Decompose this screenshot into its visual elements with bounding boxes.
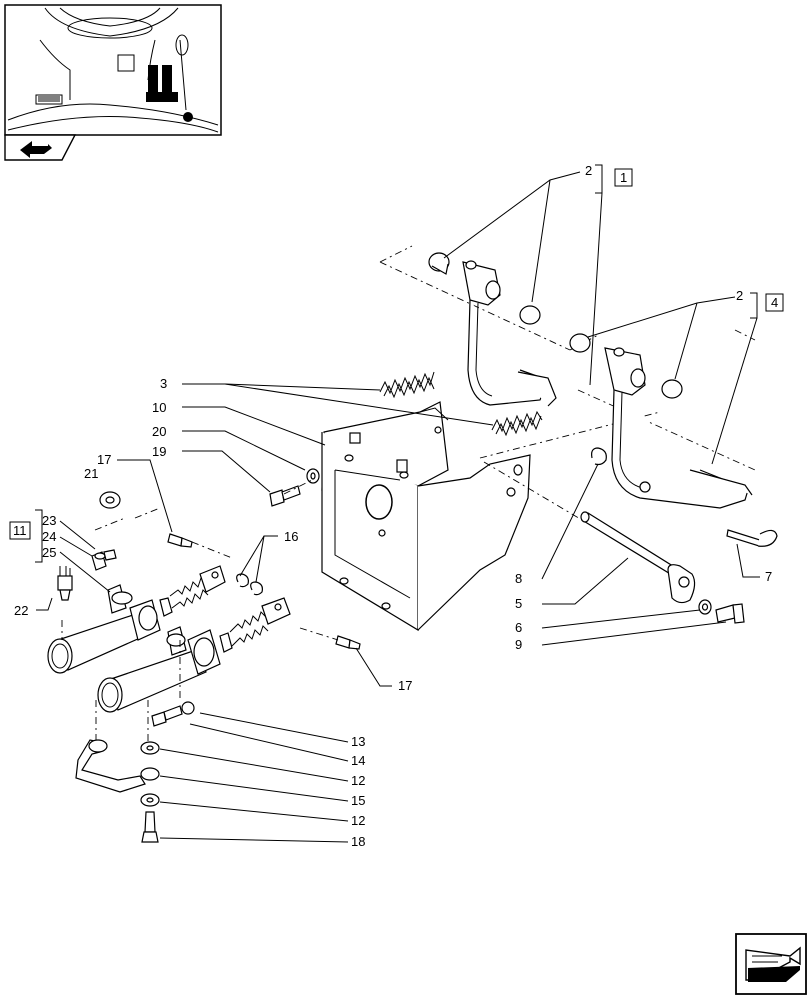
reservoir-bracket [75,701,195,843]
callout-2-upper[interactable]: 2 [585,163,592,178]
callout-11[interactable]: 11 [13,523,27,538]
callout-16[interactable]: 16 [284,529,298,544]
brake-pedal-upper [379,245,601,407]
callout-23[interactable]: 23 [42,513,56,528]
pedal-support-bracket [321,401,531,632]
callout-12-upper[interactable]: 12 [351,773,365,788]
callout-22[interactable]: 22 [14,603,28,618]
pressure-switch [57,549,117,601]
callout-17-lower[interactable]: 17 [398,678,412,693]
thumbnail-image[interactable] [4,4,222,136]
callout-7[interactable]: 7 [765,569,772,584]
callout-6[interactable]: 6 [515,620,522,635]
return-spring-upper [379,371,435,399]
callout-12-lower[interactable]: 12 [351,813,365,828]
washer-and-bolt [698,599,745,624]
callout-17-upper[interactable]: 17 [97,452,111,467]
pivot-shaft [483,461,696,604]
callout-20[interactable]: 20 [152,424,166,439]
clevis-pin [726,529,778,547]
callout-2-lower[interactable]: 2 [736,288,743,303]
callout-21[interactable]: 21 [84,466,98,481]
callout-14[interactable]: 14 [351,753,365,768]
callout-25[interactable]: 25 [42,545,56,560]
master-cylinder-upper [47,565,226,674]
callout-24[interactable]: 24 [42,529,56,544]
callout-3[interactable]: 3 [160,376,167,391]
callout-labels: 2 1 2 4 3 10 20 19 17 21 23 24 25 11 16 … [9,163,784,849]
circlip [591,447,607,466]
callout-box-4 [765,293,784,312]
callout-19[interactable]: 19 [152,444,166,459]
washers-bolts-left [99,468,320,509]
callout-8[interactable]: 8 [515,571,522,586]
callout-5[interactable]: 5 [515,596,522,611]
clevis-pin-small [167,533,361,650]
callout-10[interactable]: 10 [152,400,166,415]
return-spring-lower [491,410,543,437]
page-next-icon[interactable] [735,933,807,995]
callout-15[interactable]: 15 [351,793,365,808]
leader-lines [35,164,760,843]
callout-18[interactable]: 18 [351,834,365,849]
page-back-icon[interactable] [4,134,77,161]
callout-box-11 [9,521,31,540]
callout-4[interactable]: 4 [771,295,778,310]
brake-pedal-lower [479,329,756,509]
retaining-clips [236,573,263,596]
callout-9[interactable]: 9 [515,637,522,652]
callout-13[interactable]: 13 [351,734,365,749]
master-cylinder-lower [97,597,291,713]
callout-1[interactable]: 1 [620,170,627,185]
callout-box-1 [614,168,633,187]
